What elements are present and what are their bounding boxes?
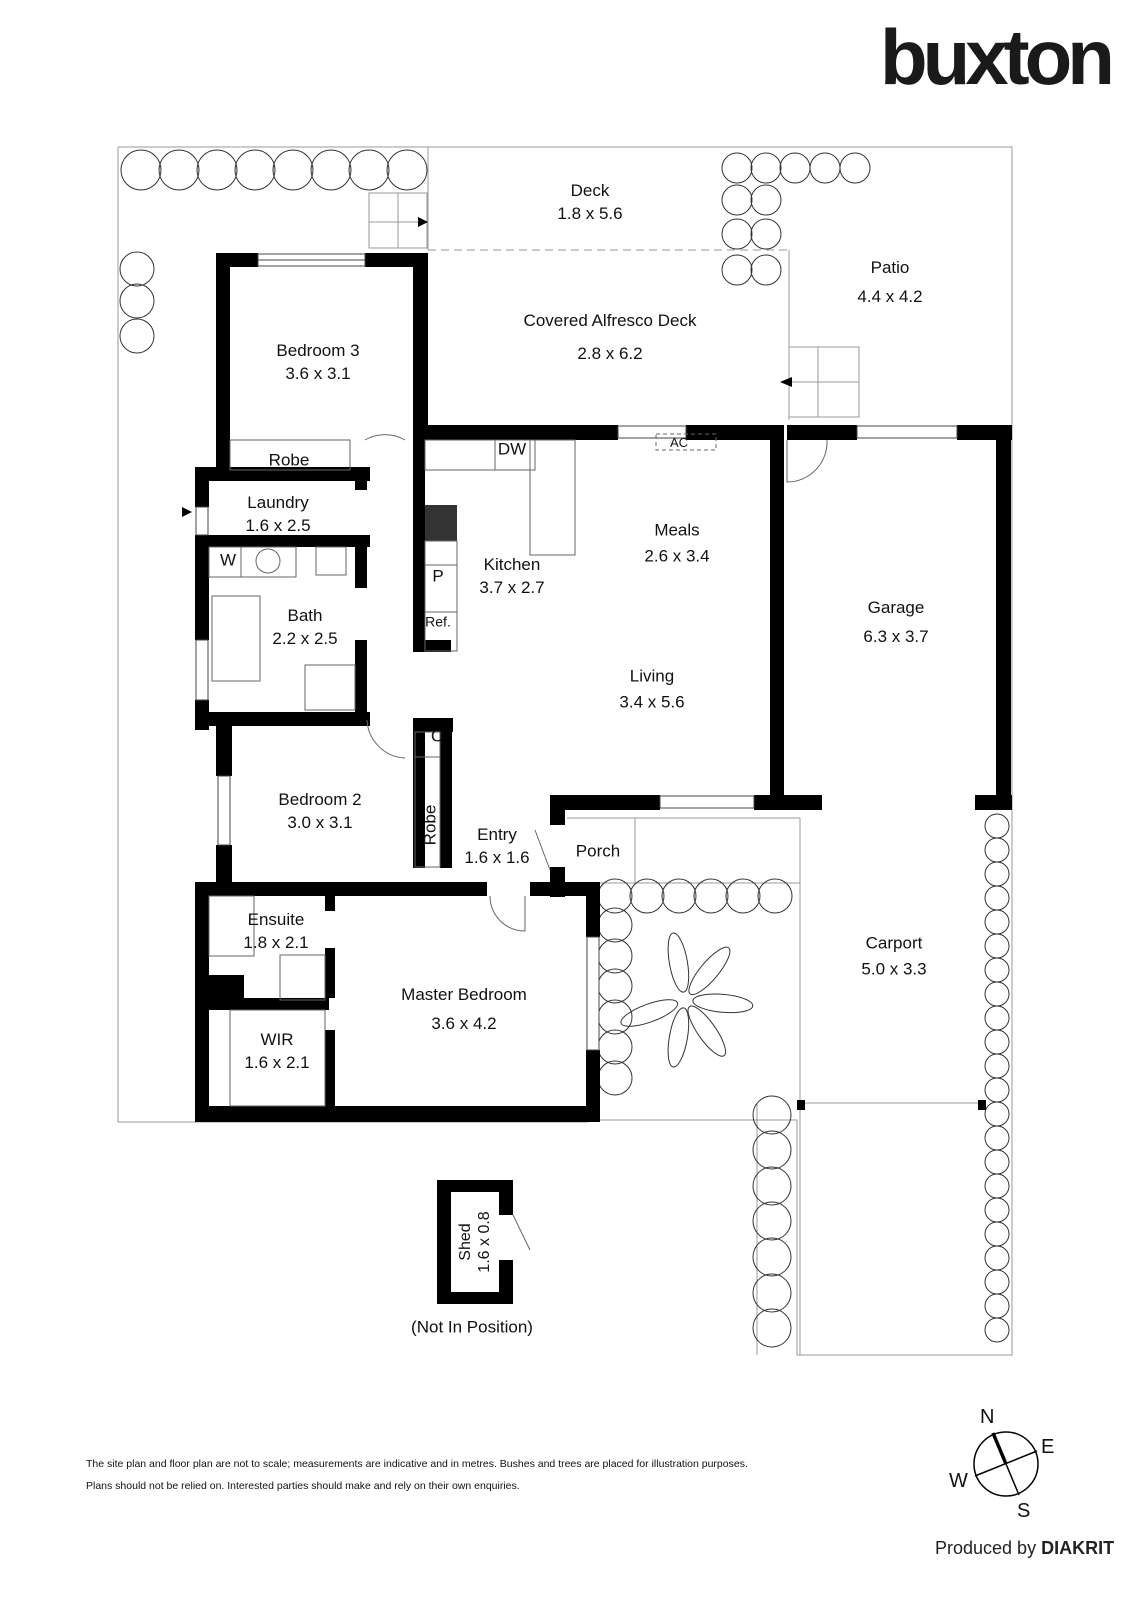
compass-south: S <box>1017 1500 1031 1522</box>
producer-credit: Produced by DIAKRIT <box>935 1538 1115 1558</box>
cupboard-label: C <box>430 726 444 746</box>
washer-label: W <box>219 550 237 570</box>
disclaimer-line-1: The site plan and floor plan are not to … <box>86 1458 748 1470</box>
pantry-label: P <box>432 566 444 586</box>
dishwasher-label: DW <box>497 439 527 459</box>
room-porch: Porch <box>575 841 621 861</box>
fridge-label: Ref. <box>425 613 451 630</box>
room-robe-bedroom-2: Robe <box>420 804 440 846</box>
disclaimer-line-2: Plans should not be relied on. Intereste… <box>86 1480 520 1492</box>
compass-north: N <box>980 1406 995 1428</box>
buxton-logo: buxton <box>880 13 1115 101</box>
compass-west: W <box>949 1470 968 1492</box>
air-conditioner-label: AC <box>669 435 689 451</box>
shed-not-in-position-note: (Not In Position) <box>411 1317 533 1337</box>
compass-east: E <box>1041 1436 1055 1458</box>
room-robe-bedroom-3: Robe <box>268 450 310 470</box>
